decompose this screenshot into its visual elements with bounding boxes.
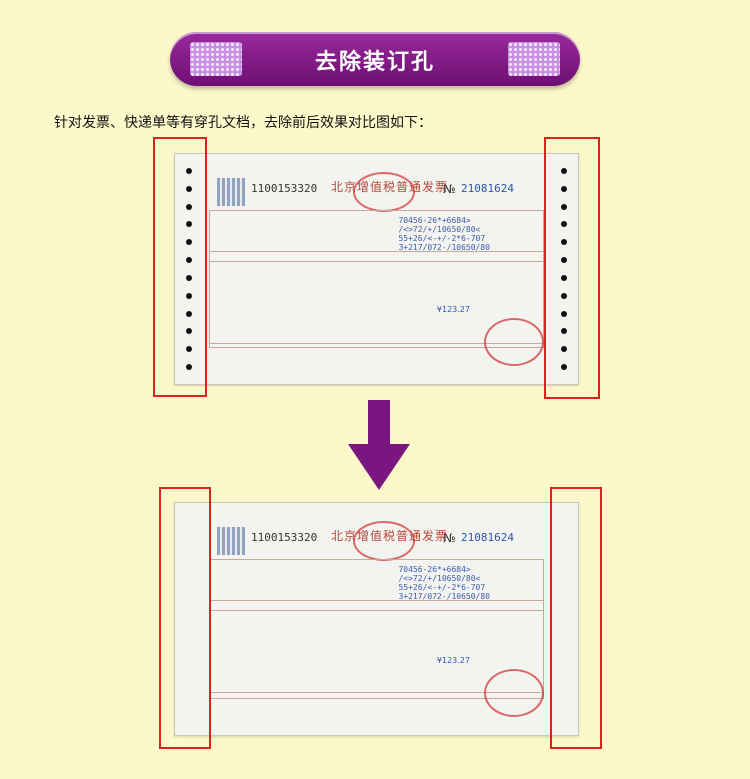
invoice-no-label: № bbox=[443, 182, 456, 196]
led-dots-right bbox=[508, 42, 560, 76]
red-seal-icon bbox=[484, 669, 544, 717]
intro-text: 针对发票、快递单等有穿孔文档，去除前后效果对比图如下： bbox=[54, 115, 432, 131]
invoice-after: 1100153320 北京增值税普通发票 № 21081624 70456-26… bbox=[174, 502, 579, 736]
down-arrow-icon bbox=[348, 400, 410, 490]
invoice-serial: 1100153320 bbox=[251, 531, 318, 544]
invoice-before: 1100153320 北京增值税普通发票 № 21081624 70456-26… bbox=[174, 153, 579, 385]
led-dots-left bbox=[190, 42, 242, 76]
red-seal-icon bbox=[353, 521, 415, 561]
invoice-table bbox=[209, 559, 544, 699]
red-seal-icon bbox=[353, 172, 415, 212]
invoice-no-label: № bbox=[443, 531, 456, 545]
qr-code-icon bbox=[217, 178, 245, 206]
punch-holes-right bbox=[559, 168, 569, 370]
red-seal-icon bbox=[484, 318, 544, 366]
punch-holes-left bbox=[184, 168, 194, 370]
invoice-serial: 1100153320 bbox=[251, 182, 318, 195]
invoice-code-block: 70456-26*+6684> /<>72/+/10650/80< 55+26/… bbox=[398, 565, 490, 601]
highlight-frame-left-after bbox=[159, 487, 211, 749]
qr-code-icon bbox=[217, 527, 245, 555]
highlight-frame-left-before bbox=[153, 137, 207, 397]
section-banner: 去除装订孔 bbox=[170, 32, 580, 86]
invoice-table bbox=[209, 210, 544, 348]
invoice-code-block: 70456-26*+6684> /<>72/+/10650/80< 55+26/… bbox=[398, 216, 490, 252]
invoice-total: ¥123.27 bbox=[436, 305, 470, 314]
highlight-frame-right-before bbox=[544, 137, 600, 399]
invoice-total: ¥123.27 bbox=[436, 656, 470, 665]
invoice-number: 21081624 bbox=[461, 531, 514, 544]
invoice-number: 21081624 bbox=[461, 182, 514, 195]
highlight-frame-right-after bbox=[550, 487, 602, 749]
banner-title: 去除装订孔 bbox=[314, 50, 435, 75]
